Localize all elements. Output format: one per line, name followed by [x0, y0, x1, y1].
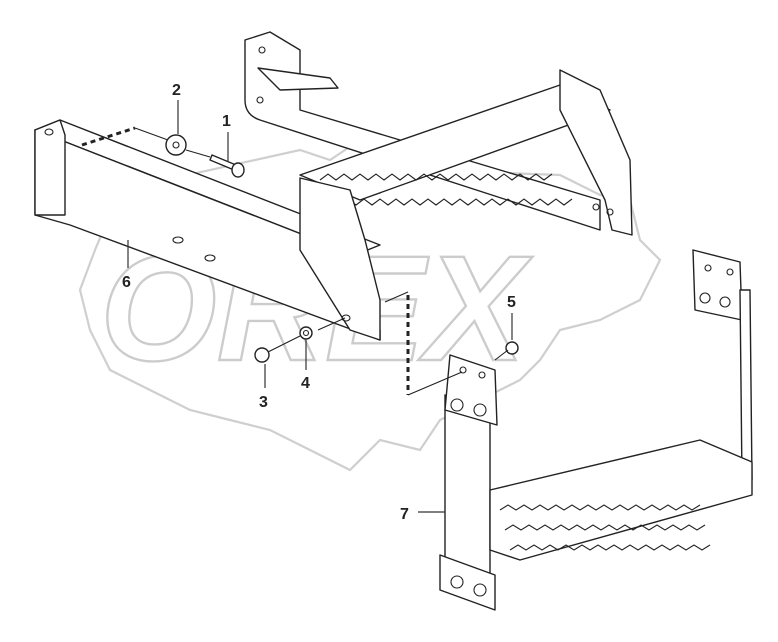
lower-step-teeth-2 — [504, 524, 706, 531]
bolt-hole — [606, 208, 614, 216]
bolt-hole — [704, 264, 712, 272]
bracket-gusset — [257, 67, 339, 91]
washer-hole — [172, 141, 180, 149]
callout-3: 3 — [259, 394, 268, 411]
frame-hole — [341, 314, 351, 322]
callout-leaders — [127, 100, 513, 513]
lower-step-assembly — [439, 249, 753, 611]
assembly-line-top-cont — [134, 127, 211, 158]
callout-5: 5 — [507, 294, 516, 311]
main-bracket-frame — [34, 119, 381, 341]
nut-part-5 — [505, 341, 519, 355]
callout-4: 4 — [301, 375, 310, 392]
upper-step-teeth-1 — [319, 173, 553, 181]
callout-2: 2 — [172, 82, 181, 99]
lower-step-right-strap — [739, 289, 753, 481]
lower-step-teeth-1 — [499, 504, 701, 511]
washer-hole — [302, 329, 310, 337]
upper-step-side-plate — [559, 69, 633, 236]
frame-step-hanger — [299, 177, 381, 341]
lower-step-teeth-3 — [509, 544, 711, 551]
bolt-head — [719, 296, 731, 308]
bolt-part-1-head — [231, 162, 245, 178]
upper-step-teeth-2 — [339, 198, 573, 206]
bolt-head — [450, 575, 464, 589]
rear-bracket-plate — [244, 31, 601, 231]
callout-7: 7 — [400, 506, 409, 523]
bolt-head — [473, 583, 487, 597]
hardware — [165, 134, 519, 363]
assembly-lines — [81, 126, 509, 396]
bolt-hole — [726, 268, 734, 276]
bolt-hole — [592, 203, 600, 211]
callout-6: 6 — [122, 274, 131, 291]
bolt-hole — [256, 96, 264, 104]
bolt-hole — [258, 46, 266, 54]
assembly-line-top — [81, 126, 136, 147]
frame-slot — [204, 254, 216, 262]
bolt-head — [450, 398, 464, 412]
assembly-line-lower — [267, 335, 301, 353]
bolt-head — [699, 292, 711, 304]
assembly-line-right-top — [384, 291, 409, 303]
lower-step-tread — [489, 439, 753, 561]
bolt-shank-to-frame — [317, 317, 346, 331]
washer-part-4 — [299, 326, 313, 340]
frame-hole — [44, 128, 54, 136]
bolt-hole — [478, 371, 486, 379]
bolt-hole — [459, 366, 467, 374]
frame-end-block — [34, 119, 66, 216]
callout-1: 1 — [222, 113, 231, 130]
lower-step-right-plate — [692, 249, 743, 321]
frame-slot — [172, 236, 184, 244]
callouts: 1 2 3 4 5 6 7 — [122, 82, 516, 523]
assembly-line-right-cont — [407, 349, 509, 396]
bolt-head — [473, 403, 487, 417]
nut-part-3 — [254, 347, 270, 363]
washer-part-2 — [165, 134, 187, 156]
upper-bracket-assembly — [244, 31, 633, 236]
